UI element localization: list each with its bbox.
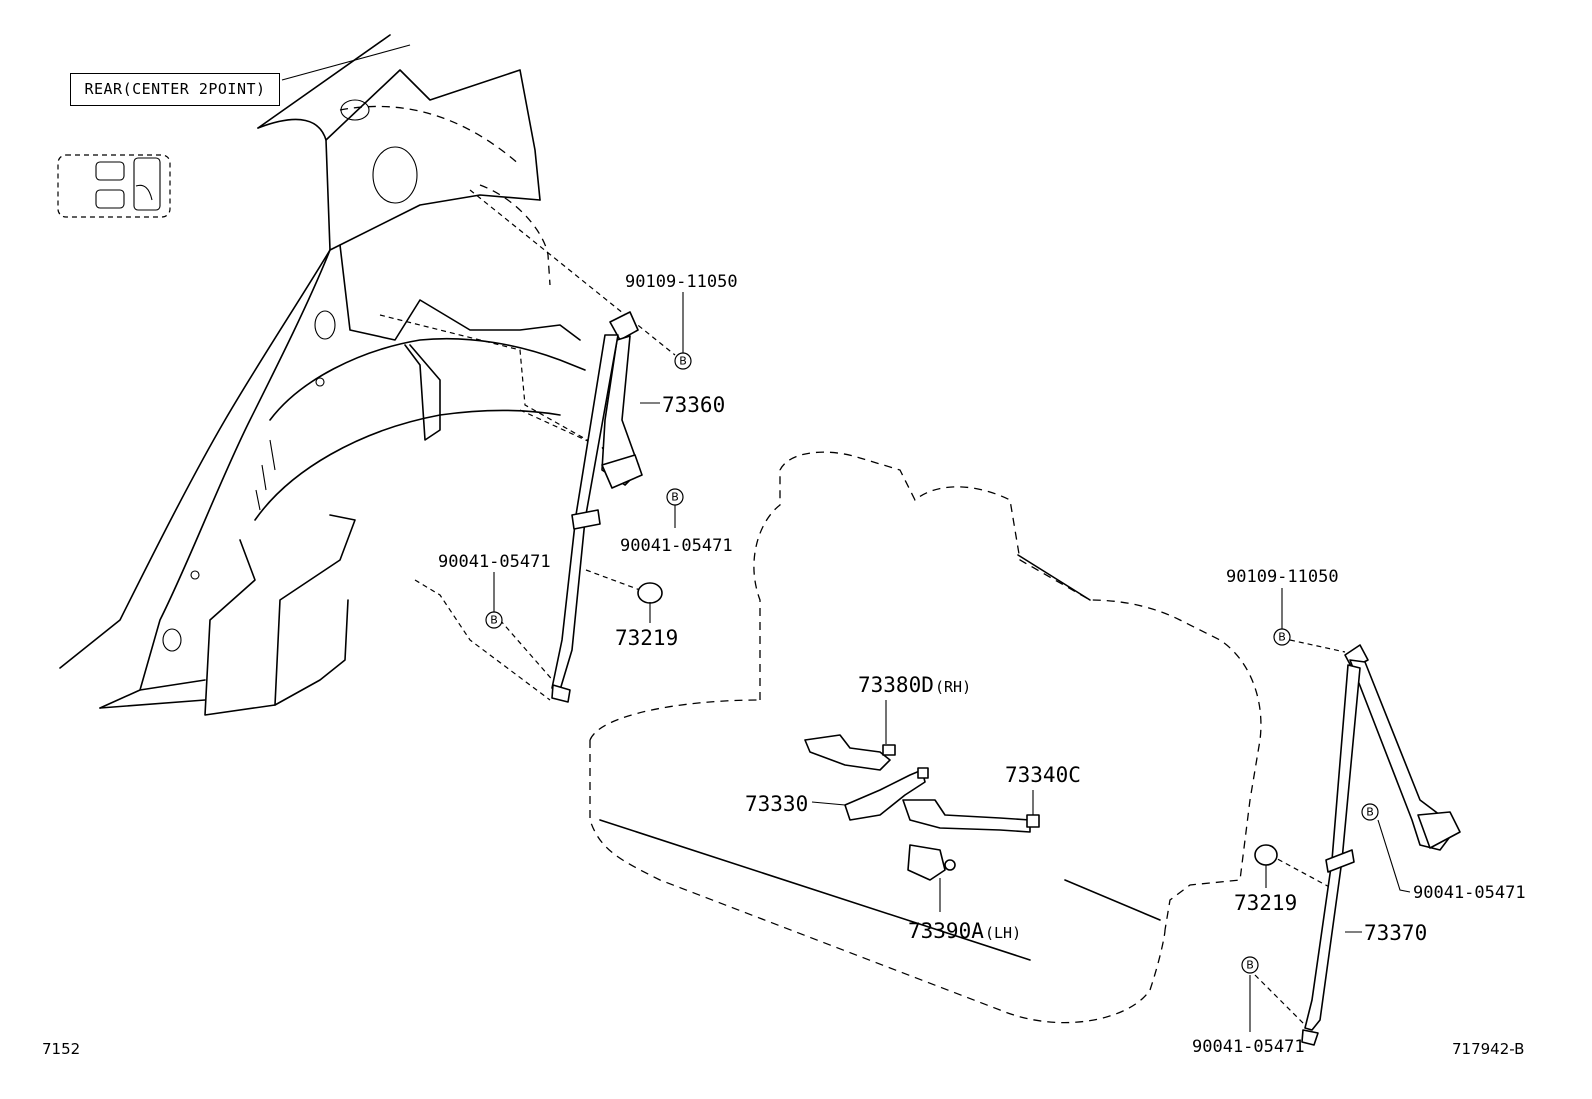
callout-label: 90041-05471: [438, 552, 551, 572]
buckle-73380d-rh: [804, 734, 896, 771]
callout-label: 73330: [745, 792, 808, 816]
callout-label: 90041-05471: [1192, 1037, 1305, 1057]
callout-label: 90109-11050: [1226, 567, 1339, 587]
page-code: 7152: [42, 1040, 81, 1058]
callout-label: 73390A: [908, 919, 984, 943]
diagram-code: 717942-B: [1452, 1040, 1525, 1058]
callout-label: 73219: [1234, 891, 1297, 915]
belt-73340c: [902, 799, 1040, 833]
part-labels: 90109-11050 73360 90041-05471 90041-0547…: [438, 272, 1526, 1057]
svg-text:B: B: [490, 614, 498, 627]
fastener-b-icon: B: [1361, 803, 1379, 821]
callout-suffix: (LH): [985, 924, 1021, 942]
rear-quarter-panel: [59, 34, 586, 716]
fastener-b-icon: B: [485, 611, 503, 629]
callout-label: 73340C: [1005, 763, 1081, 787]
fastener-b-icon: B: [666, 488, 684, 506]
callout-suffix: (RH): [935, 678, 971, 696]
callout-label: 73360: [662, 393, 725, 417]
callout-label: 73370: [1364, 921, 1427, 945]
seat-belt-right: [1301, 644, 1461, 1046]
diagram-title: REAR(CENTER 2POINT): [70, 73, 280, 106]
fastener-b-icon: B: [1241, 956, 1259, 974]
callout-label: 73219: [615, 626, 678, 650]
callout-label: 90041-05471: [1413, 883, 1526, 903]
callout-leaders: [493, 292, 1411, 1032]
svg-text:B: B: [679, 355, 687, 368]
fastener-markers: B B B B B B: [485, 352, 1379, 974]
svg-text:B: B: [1278, 631, 1286, 644]
seat-belt-left: [551, 311, 643, 703]
buckle-73330: [844, 767, 929, 821]
dashed-leaders: [379, 189, 1346, 1031]
callout-label: 73380D: [858, 673, 934, 697]
rear-seat-outline: [589, 451, 1262, 1024]
fastener-b-icon: B: [674, 352, 692, 370]
seat-position-icon: [57, 154, 171, 218]
svg-text:B: B: [1366, 806, 1374, 819]
title-leader: [281, 44, 411, 81]
callout-label: 90109-11050: [625, 272, 738, 292]
buckle-73390a-lh: [907, 844, 956, 881]
cover-73219-right: [1254, 844, 1278, 866]
callout-label: 90041-05471: [620, 536, 733, 556]
cover-73219-left: [637, 582, 663, 604]
svg-text:B: B: [671, 491, 679, 504]
svg-text:B: B: [1246, 959, 1254, 972]
fastener-b-icon: B: [1273, 628, 1291, 646]
